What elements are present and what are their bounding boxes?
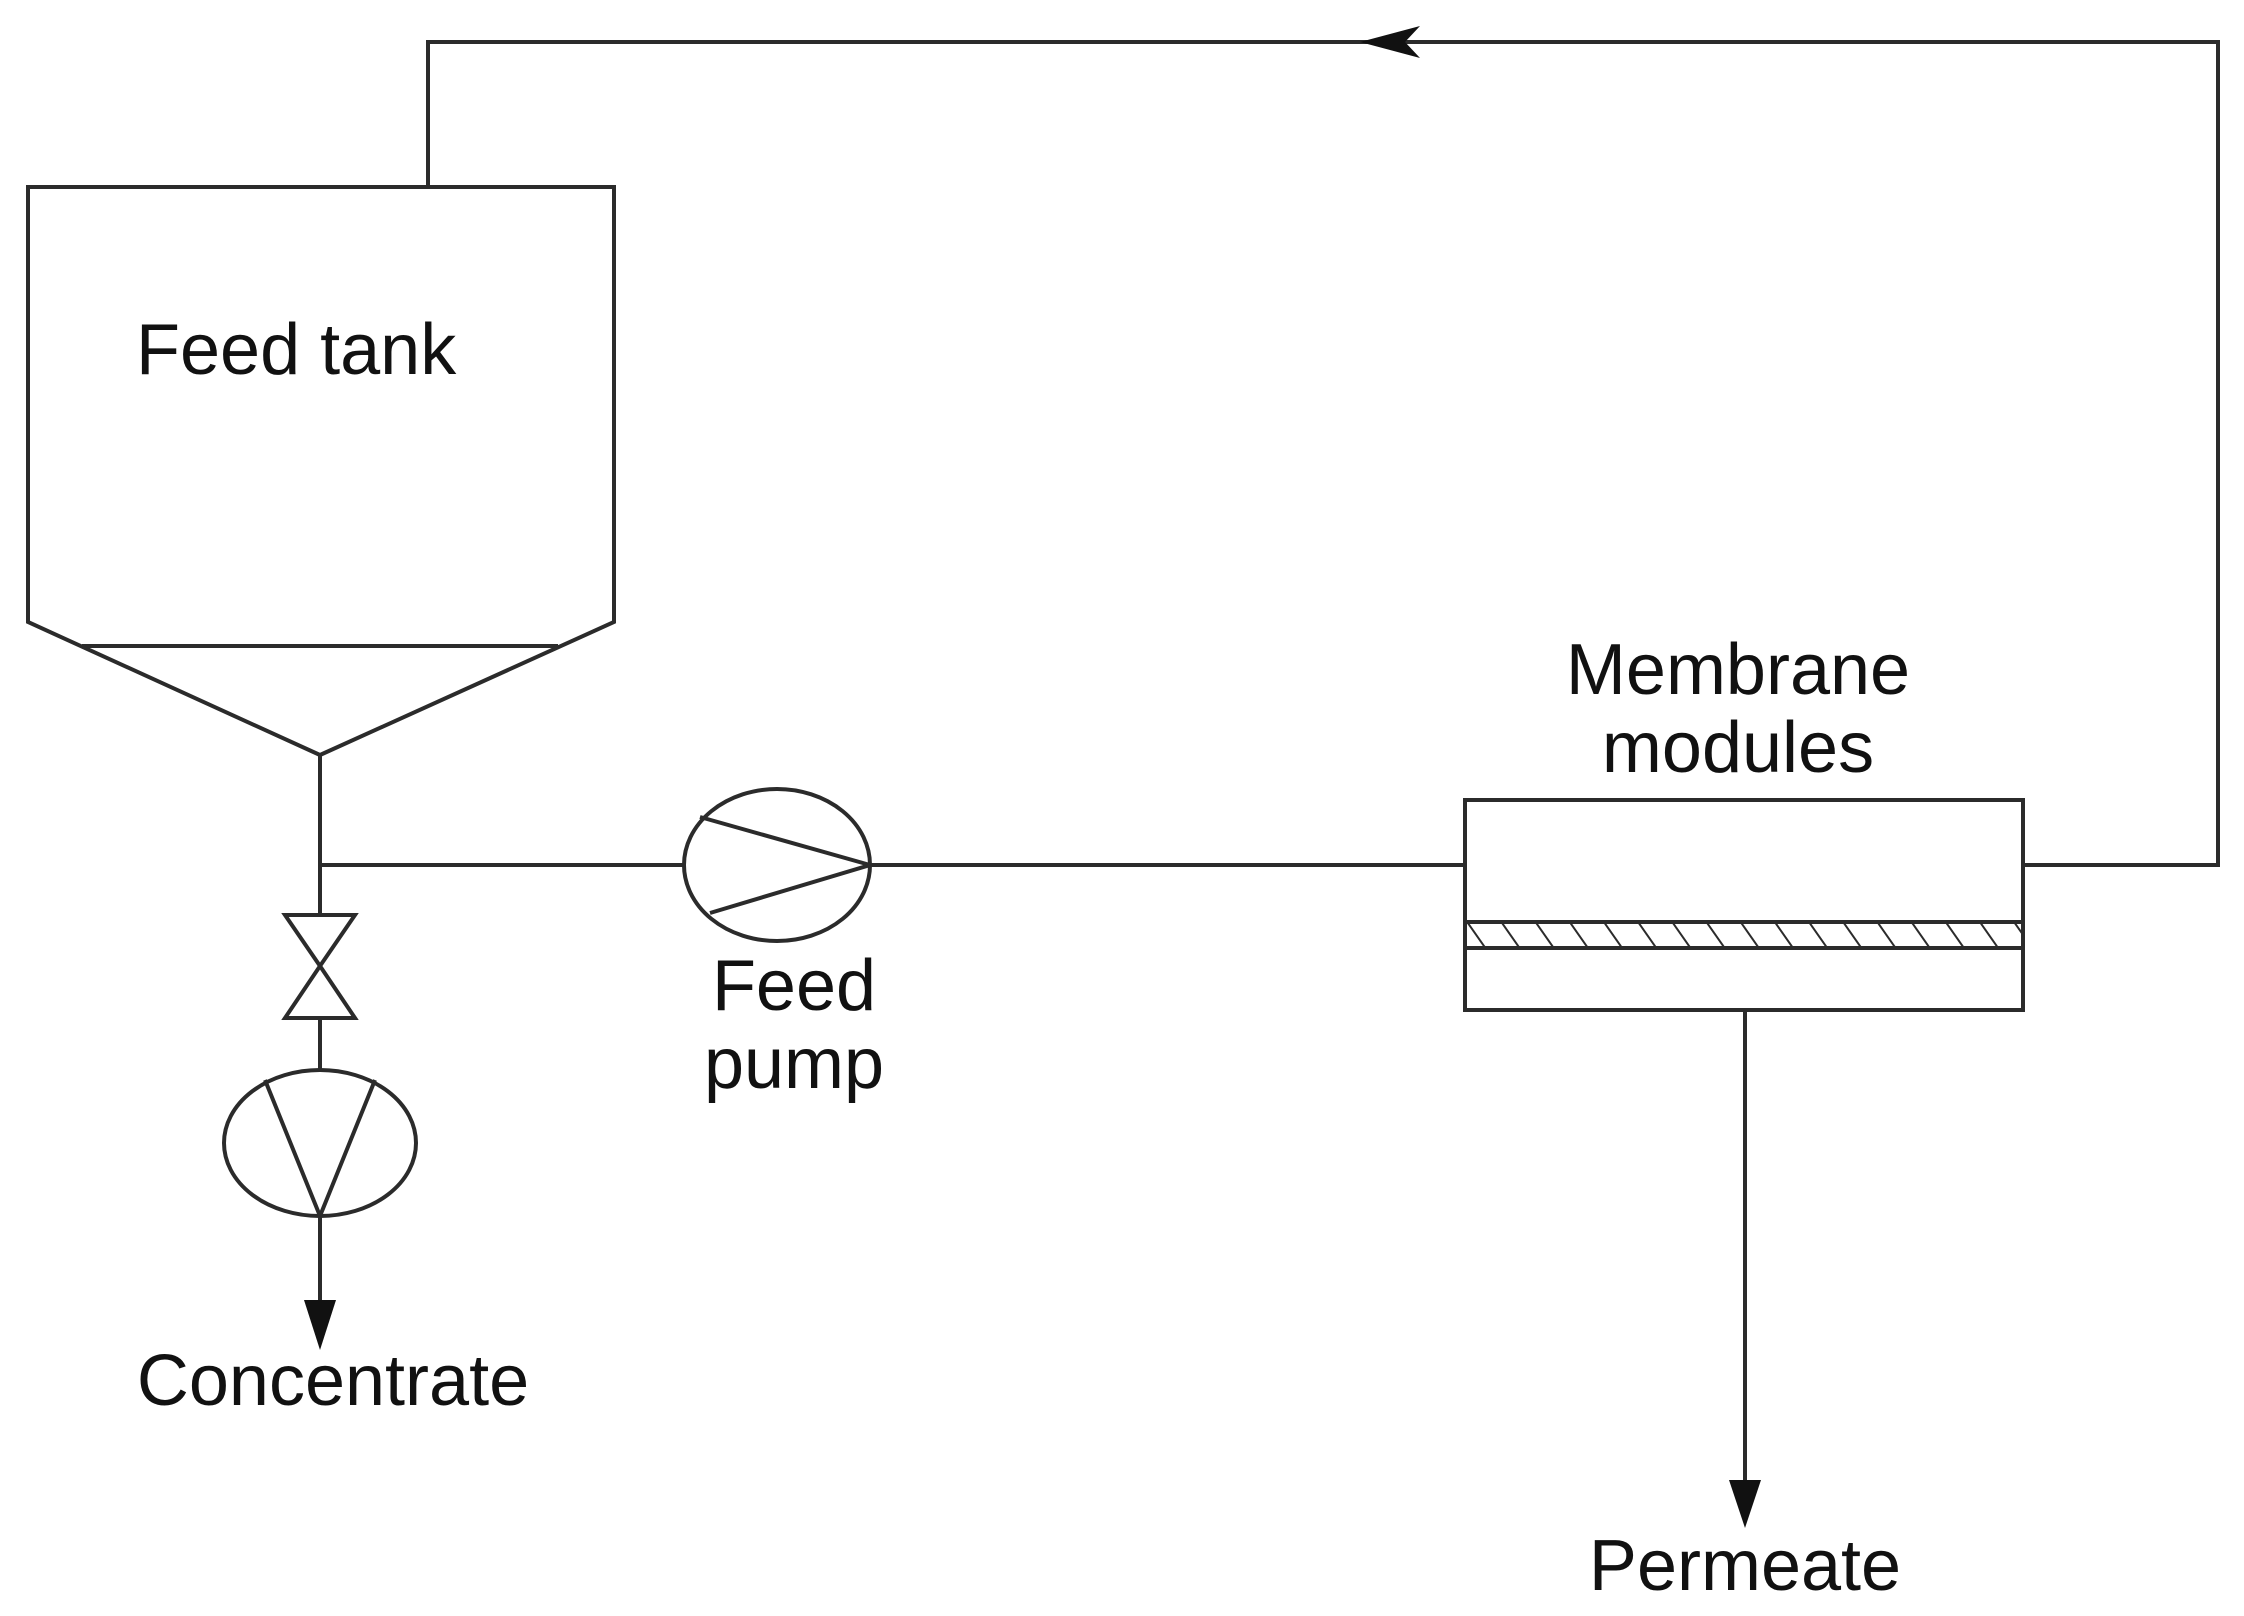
concentrate-arrowhead	[304, 1300, 336, 1350]
feed-pump-label-line1: Feed	[712, 946, 876, 1026]
membrane-module-housing	[1463, 798, 2025, 1012]
feed-pump	[682, 787, 872, 943]
feed-pump-label-line2: pump	[704, 1024, 884, 1104]
feed-tank	[26, 185, 616, 758]
membrane-label-line1: Membrane	[1566, 630, 1910, 710]
permeate-label: Permeate	[1589, 1526, 1901, 1606]
membrane-layer	[1463, 920, 2025, 950]
concentrate-pump	[222, 1068, 418, 1218]
feed-tank-label: Feed tank	[136, 310, 457, 390]
concentrate-valve	[281, 913, 359, 1020]
recycle-arrowhead	[1360, 26, 1420, 58]
recycle-line	[426, 40, 2220, 867]
permeate-arrowhead	[1729, 1480, 1761, 1528]
membrane-label-line2: modules	[1602, 708, 1874, 788]
concentrate-label: Concentrate	[137, 1341, 529, 1421]
